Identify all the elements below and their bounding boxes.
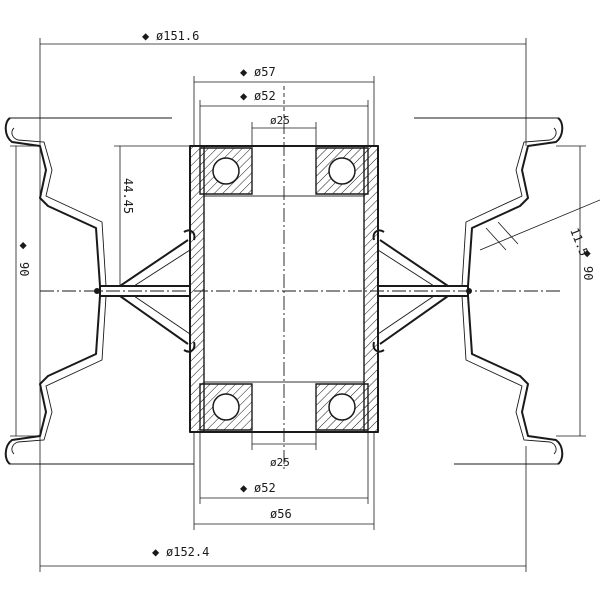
dim-bore-top-marker: ◆ [240,89,248,103]
bearing-bottom-right [315,383,369,431]
bearing-top-right [315,147,369,195]
bottom-dimension-lines [39,432,527,572]
centerlines [40,86,560,470]
dim-outer-top: ø151.6 [156,29,199,43]
dim-right-width: 90 [581,266,595,280]
dim-offset: 44.45 [121,178,135,214]
dim-bearing-top: ø25 [270,114,290,127]
bearing-bottom-left [199,383,253,431]
dim-bore-top: ø52 [254,89,276,103]
dim-bore-bottom: ø52 [254,481,276,495]
dim-outer-bottom-marker: ◆ [152,545,160,559]
top-dimension-lines [39,38,527,460]
dim-outer-bottom: ø152.4 [166,545,209,559]
dim-bearing-bottom: ø25 [270,456,290,469]
dim-hub-top-marker: ◆ [240,65,248,79]
dim-bore-bottom-marker: ◆ [240,481,248,495]
dim-chamfer: 11.5 [567,226,591,258]
dim-left-width: 90 [17,262,31,276]
dim-left-width-marker: ◆ [17,242,31,250]
dim-hub-top: ø57 [254,65,276,79]
dim-right-width-marker: ◆ [581,250,595,258]
bearing-top-left [199,147,253,195]
dim-outer-top-marker: ◆ [142,29,150,43]
side-dimension-lines [10,145,600,437]
dim-hub-bottom: ø56 [270,507,292,521]
